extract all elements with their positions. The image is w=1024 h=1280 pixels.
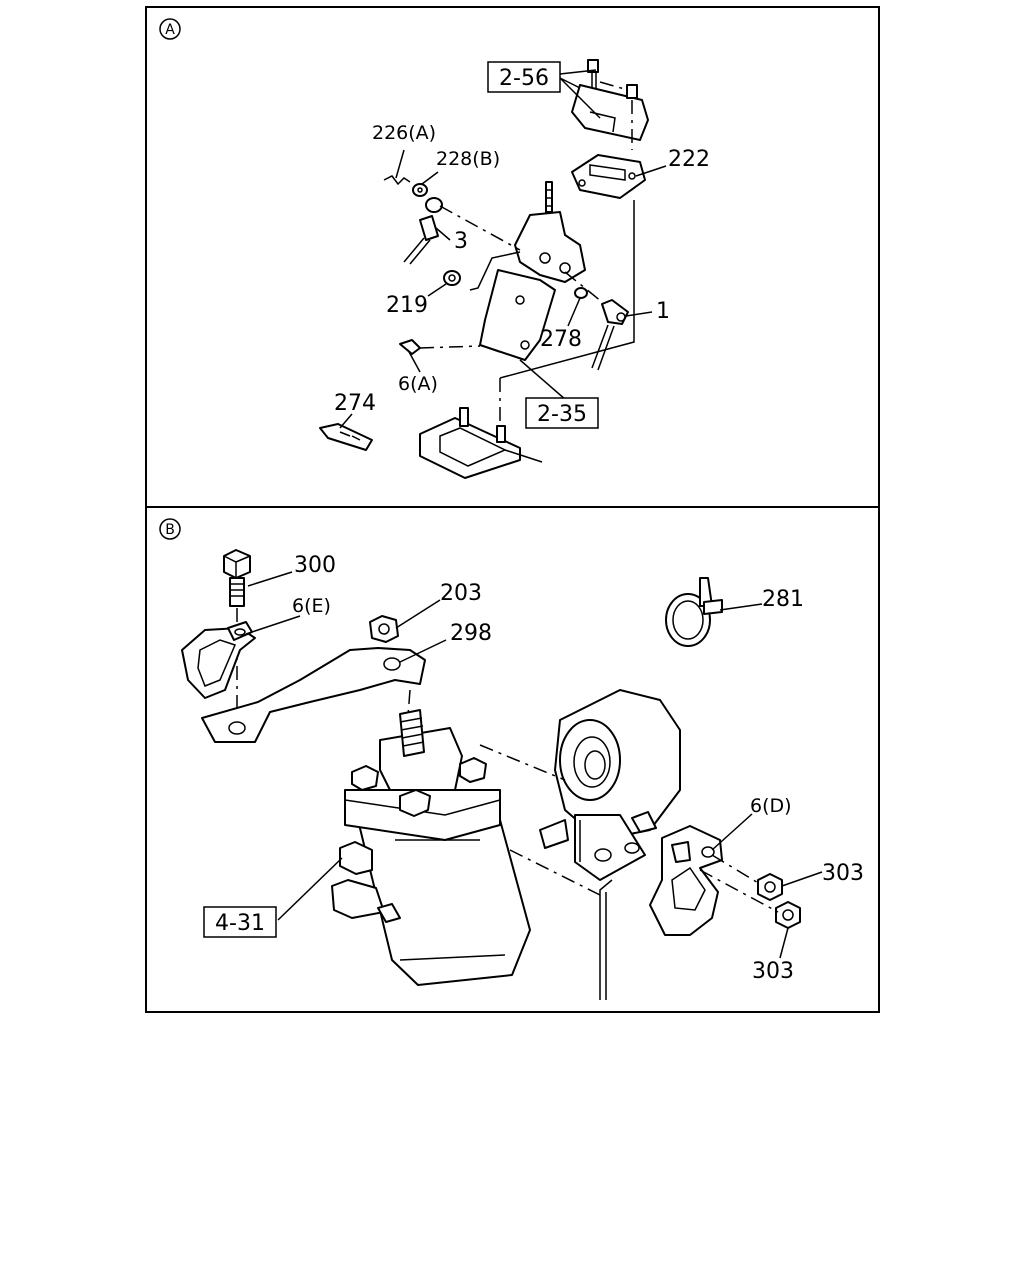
- diagram-frame: [145, 6, 880, 1013]
- part-222-pad: [571, 154, 646, 199]
- panel-b-marker-circle: [159, 518, 181, 540]
- label-228b: 228(B): [436, 148, 500, 170]
- nuts-303: [699, 854, 801, 929]
- alignment-dash-2: [509, 849, 601, 896]
- bracket-6d: [649, 825, 723, 936]
- bracket-6e: [181, 621, 256, 699]
- label-6a: 6(A): [398, 373, 438, 395]
- linkage-parts: [383, 175, 521, 291]
- label-222: 222: [668, 147, 710, 172]
- label-2-35: 2-35: [537, 402, 587, 427]
- base-plate: [419, 200, 635, 479]
- label-298: 298: [450, 621, 492, 646]
- label-2-56: 2-56: [499, 66, 549, 91]
- label-303-bottom: 303: [752, 959, 794, 984]
- label-6e: 6(E): [292, 595, 331, 617]
- panel-a-marker-circle: [159, 18, 181, 40]
- panel-a: A: [159, 18, 710, 479]
- label-1: 1: [656, 299, 670, 324]
- ref-box-2-35: [525, 397, 599, 429]
- label-219: 219: [386, 293, 428, 318]
- bracket-top-assembly: [571, 59, 649, 150]
- cylinder-assembly: [331, 709, 531, 986]
- pulley-assembly: [539, 689, 681, 881]
- label-226a: 226(A): [372, 122, 436, 144]
- part-274: [319, 423, 373, 451]
- ref-box-2-56: [487, 61, 561, 93]
- ref-box-4-31: [203, 906, 277, 938]
- label-281: 281: [762, 587, 804, 612]
- label-3: 3: [454, 229, 468, 254]
- panel-b: B: [159, 518, 864, 1000]
- frame-rail: [599, 879, 613, 1000]
- bolt-300: [223, 549, 251, 718]
- label-4-31: 4-31: [215, 911, 265, 936]
- alignment-dash-1: [479, 744, 566, 781]
- leaders-a: [339, 69, 667, 429]
- label-6d: 6(D): [750, 795, 792, 817]
- rod-end-parts: [564, 271, 629, 371]
- leaders-b: [245, 571, 823, 959]
- panel-b-marker: B: [165, 522, 175, 538]
- bracket-298: [201, 647, 426, 743]
- clamp-281: [665, 577, 723, 647]
- clip-6a: [399, 339, 481, 355]
- panel-a-marker: A: [165, 22, 175, 38]
- label-274: 274: [334, 391, 376, 416]
- label-278: 278: [540, 327, 582, 352]
- label-300: 300: [294, 553, 336, 578]
- main-bracket: [479, 181, 586, 361]
- label-303-right: 303: [822, 861, 864, 886]
- label-203: 203: [440, 581, 482, 606]
